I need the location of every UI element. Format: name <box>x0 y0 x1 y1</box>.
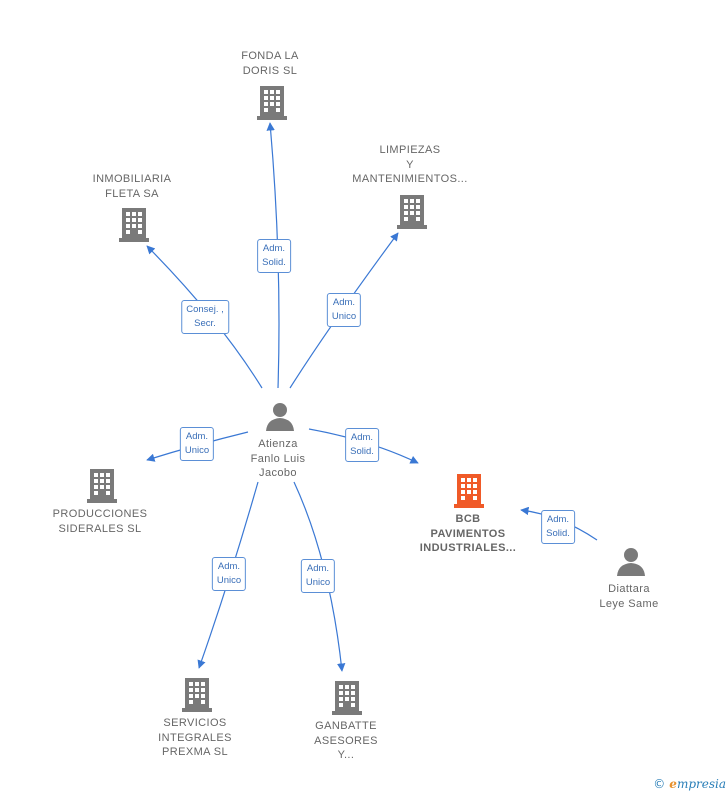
node-label-servicios[interactable]: SERVICIOS INTEGRALES PREXMA SL <box>158 716 232 760</box>
label-line: SERVICIOS <box>163 717 227 729</box>
node-label-ganbatte[interactable]: GANBATTE ASESORES Y... <box>314 719 378 763</box>
brand-footer[interactable]: ©empresia <box>653 777 726 791</box>
edge-label-line: Adm. <box>217 561 241 572</box>
edge-label-servicios[interactable]: Adm. Unico <box>211 557 247 591</box>
edge-label-line: Secr. <box>194 318 216 329</box>
edge-label-fonda[interactable]: Adm. Solid. <box>257 239 291 273</box>
label-line: PAVIMENTOS <box>430 527 506 540</box>
edge-label-producciones[interactable]: Adm. Unico <box>179 427 215 461</box>
label-line: Atienza <box>258 438 298 450</box>
label-line: MANTENIMIENTOS... <box>352 173 468 185</box>
brand-initial: e <box>669 777 677 791</box>
label-line: FLETA SA <box>105 187 159 200</box>
edge-label-line: Unico <box>331 311 357 322</box>
edge-label-ganbatte[interactable]: Adm. Unico <box>300 559 336 593</box>
node-label-diattara[interactable]: Diattara Leye Same <box>599 582 658 611</box>
label-line: INTEGRALES <box>158 731 232 744</box>
label-line: Y <box>406 158 414 171</box>
node-label-bcb[interactable]: BCB PAVIMENTOS INDUSTRIALES... <box>420 512 516 556</box>
node-label-fonda[interactable]: FONDA LA DORIS SL <box>241 49 299 78</box>
edge-label-line: Unico <box>184 445 210 456</box>
edge-label-line: Adm. <box>262 243 286 254</box>
edge-label-inmobiliaria[interactable]: Consej. , Secr. <box>181 300 229 334</box>
building-icon[interactable] <box>454 472 484 508</box>
edge-label-bcb[interactable]: Adm. Solid. <box>345 428 379 462</box>
node-label-limpiezas[interactable]: LIMPIEZAS Y MANTENIMIENTOS... <box>352 143 467 187</box>
label-line: DORIS SL <box>242 64 298 77</box>
edge-label-line: Adm. <box>306 563 330 574</box>
node-label-inmobiliaria[interactable]: INMOBILIARIA FLETA SA <box>93 172 172 201</box>
label-line: Jacobo <box>259 467 297 479</box>
edge-label-line: Unico <box>305 577 331 588</box>
building-icon[interactable] <box>257 84 287 120</box>
copyright-icon: © <box>653 777 666 791</box>
label-line: PREXMA SL <box>162 746 228 758</box>
edge-label-line: Adm. <box>185 431 209 442</box>
person-icon[interactable] <box>616 546 646 576</box>
building-icon[interactable] <box>397 193 427 229</box>
edge-label-line: Solid. <box>350 446 374 457</box>
building-icon[interactable] <box>119 206 149 242</box>
edge-label-limpiezas[interactable]: Adm. Unico <box>326 293 362 327</box>
node-label-producciones[interactable]: PRODUCCIONES SIDERALES SL <box>53 507 148 536</box>
label-line: Leye Same <box>599 597 659 610</box>
building-icon[interactable] <box>182 676 212 712</box>
label-line: SIDERALES SL <box>58 522 142 535</box>
edge-label-diattara-bcb[interactable]: Adm. Solid. <box>541 510 575 544</box>
edge-label-line: Adm. <box>350 432 374 443</box>
label-line: Fanlo Luis <box>250 452 306 465</box>
edge-label-line: Adm. <box>332 297 356 308</box>
label-line: ASESORES <box>314 734 378 747</box>
label-line: Y... <box>337 749 355 761</box>
label-line: PRODUCCIONES <box>52 508 148 520</box>
edge-label-line: Solid. <box>262 257 286 268</box>
label-line: INDUSTRIALES... <box>419 542 517 554</box>
brand-name: mpresia <box>676 777 726 791</box>
edge-label-line: Adm. <box>546 514 570 525</box>
label-line: GANBATTE <box>315 720 377 732</box>
label-line: LIMPIEZAS <box>379 144 441 156</box>
label-line: FONDA LA <box>241 50 299 62</box>
edge-label-line: Solid. <box>546 528 570 539</box>
edge-label-line: Unico <box>216 575 242 586</box>
label-line: Diattara <box>608 583 650 595</box>
node-label-atienza[interactable]: Atienza Fanlo Luis Jacobo <box>251 437 306 481</box>
label-line: INMOBILIARIA <box>92 173 172 185</box>
building-icon[interactable] <box>332 679 362 715</box>
person-icon[interactable] <box>265 401 295 431</box>
label-line: BCB <box>455 513 481 525</box>
edge-label-line: Consej. , <box>186 304 224 315</box>
building-icon[interactable] <box>87 467 117 503</box>
